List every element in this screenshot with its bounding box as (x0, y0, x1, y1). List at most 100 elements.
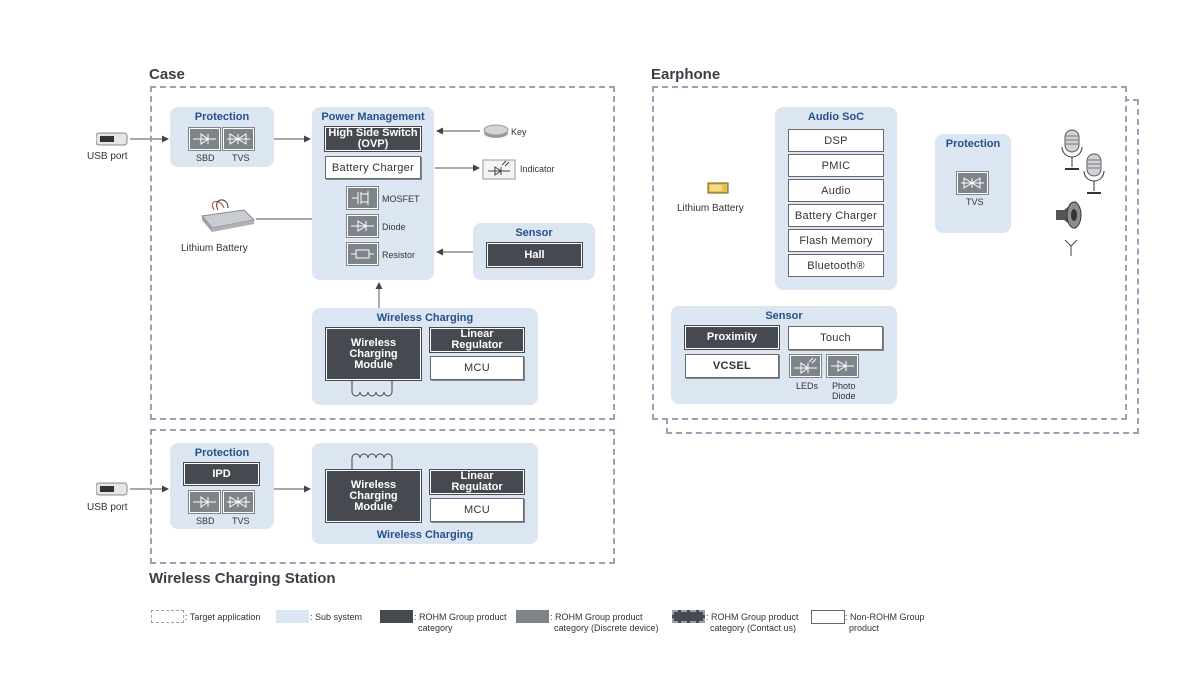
touch-block: Touch (788, 326, 883, 350)
case-linear-regulator-block: Linear Regulator (430, 328, 524, 352)
case-wireless-charging-title: Wireless Charging (376, 312, 474, 324)
resistor-icon (347, 243, 378, 265)
legend-non-rohm-line1: : Non-ROHM Group (845, 612, 925, 622)
legend-discrete-line1: : ROHM Group product (550, 612, 643, 622)
station-linear-regulator-block: Linear Regulator (430, 470, 524, 494)
station-tvs-diode-icon (223, 491, 254, 513)
legend-rohm-line2: category (418, 623, 453, 633)
vcsel-block: VCSEL (685, 354, 779, 378)
case-coil-icon (348, 380, 398, 400)
microphone-icon-2 (1082, 153, 1106, 197)
legend-contact-line1: : ROHM Group product (706, 612, 799, 622)
earphone-tvs-diode-icon (957, 172, 988, 194)
station-module-line3: Module (354, 500, 393, 513)
station-protection-title: Protection (194, 447, 250, 459)
case-lithium-battery-label: Lithium Battery (181, 243, 248, 254)
legend-discrete-swatch (516, 610, 549, 623)
legend-non-rohm-line2: product (849, 623, 880, 633)
station-sbd-diode-icon (189, 491, 220, 513)
diode-icon (347, 215, 378, 237)
earphone-lithium-battery-label: Lithium Battery (677, 203, 744, 214)
case-sbd-label: SBD (196, 153, 215, 163)
earphone-tvs-label: TVS (966, 197, 984, 207)
station-linear-line2: Regulator (451, 481, 503, 493)
legend-target-label: : Target application (185, 612, 261, 622)
legend-contact-line2: category (Contact us) (710, 623, 797, 633)
sbd-diode-icon (189, 128, 220, 150)
case-target-box (150, 86, 615, 420)
case-module-line3: Module (354, 358, 393, 371)
photo-diode-line1: Photo (832, 381, 856, 391)
flash-memory-block: Flash Memory (788, 229, 884, 252)
case-sensor-title: Sensor (515, 227, 553, 239)
pmic-block: PMIC (788, 154, 884, 177)
photo-diode-label: Photo Diode (832, 381, 856, 401)
ovp-label: (OVP) (357, 138, 389, 150)
station-module-line1: Wireless (350, 478, 397, 491)
case-protection-title: Protection (194, 111, 250, 123)
dsp-block: DSP (788, 129, 884, 152)
station-wireless-charging-title: Wireless Charging (376, 529, 474, 541)
antenna-icon (1064, 239, 1078, 256)
key-button-icon (483, 123, 509, 139)
legend-non-rohm-label: : Non-ROHM Group product (845, 612, 925, 634)
photo-diode-icon (827, 355, 858, 377)
ipd-block: IPD (184, 463, 259, 485)
usb-port-icon (95, 132, 128, 146)
station-wireless-charging-module: Wireless Charging Module (326, 470, 421, 522)
key-label: Key (511, 127, 527, 137)
case-protection-subsystem (170, 107, 274, 167)
case-battery-charger-block: Battery Charger (325, 156, 421, 179)
photo-diode-line2: Diode (832, 391, 856, 401)
legend-rohm-swatch (380, 610, 413, 623)
audio-soc-title: Audio SoC (807, 111, 865, 123)
legend-contact-swatch (672, 610, 705, 623)
legend-discrete-label: : ROHM Group product category (Discrete … (550, 612, 659, 634)
power-management-title: Power Management (321, 111, 425, 123)
mosfet-label: MOSFET (382, 194, 420, 204)
diode-label: Diode (382, 222, 406, 232)
case-mcu-block: MCU (430, 356, 524, 380)
legend-target-swatch (151, 610, 184, 623)
earphone-protection-title: Protection (945, 138, 1001, 150)
earphone-battery-charger-block: Battery Charger (788, 204, 884, 227)
case-title: Case (149, 66, 185, 83)
case-module-line2: Charging (349, 347, 398, 360)
station-tvs-label: TVS (232, 516, 250, 526)
legend-contact-label: : ROHM Group product category (Contact u… (706, 612, 799, 634)
legend-subsystem-label: : Sub system (310, 612, 363, 622)
legend-subsystem-swatch (276, 610, 309, 623)
station-coil-icon (348, 450, 398, 470)
lithium-battery-icon (194, 196, 256, 236)
station-sbd-label: SBD (196, 516, 215, 526)
case-linear-line2: Regulator (451, 339, 503, 351)
station-module-line2: Charging (349, 489, 398, 502)
station-usb-port-label: USB port (87, 502, 128, 513)
station-usb-port-icon (95, 482, 128, 496)
legend-discrete-line2: category (Discrete device) (554, 623, 659, 633)
resistor-label: Resistor (382, 250, 416, 260)
leds-icon (790, 355, 821, 377)
indicator-led-icon (482, 156, 516, 180)
speaker-icon (1054, 199, 1086, 231)
station-target-box (150, 429, 615, 564)
leds-label: LEDs (796, 381, 819, 391)
high-side-switch-label: High Side Switch (328, 127, 418, 139)
case-linear-line1: Linear (460, 328, 494, 340)
microphone-icon (1060, 129, 1084, 173)
station-linear-line1: Linear (460, 470, 494, 482)
case-module-line1: Wireless (350, 336, 397, 349)
tvs-diode-icon (223, 128, 254, 150)
station-protection-subsystem (170, 443, 274, 529)
indicator-label: Indicator (520, 164, 555, 174)
station-mcu-block: MCU (430, 498, 524, 522)
case-tvs-label: TVS (232, 153, 250, 163)
legend-non-rohm-swatch (811, 610, 845, 624)
usb-port-label: USB port (87, 151, 128, 162)
high-side-switch-block: High Side Switch (OVP) (325, 127, 421, 151)
legend-rohm-label: : ROHM Group product category (414, 612, 507, 634)
proximity-block: Proximity (685, 326, 779, 349)
bluetooth-block: Bluetooth® (788, 254, 884, 277)
earphone-battery-icon (707, 181, 729, 195)
legend-rohm-line1: : ROHM Group product (414, 612, 507, 622)
